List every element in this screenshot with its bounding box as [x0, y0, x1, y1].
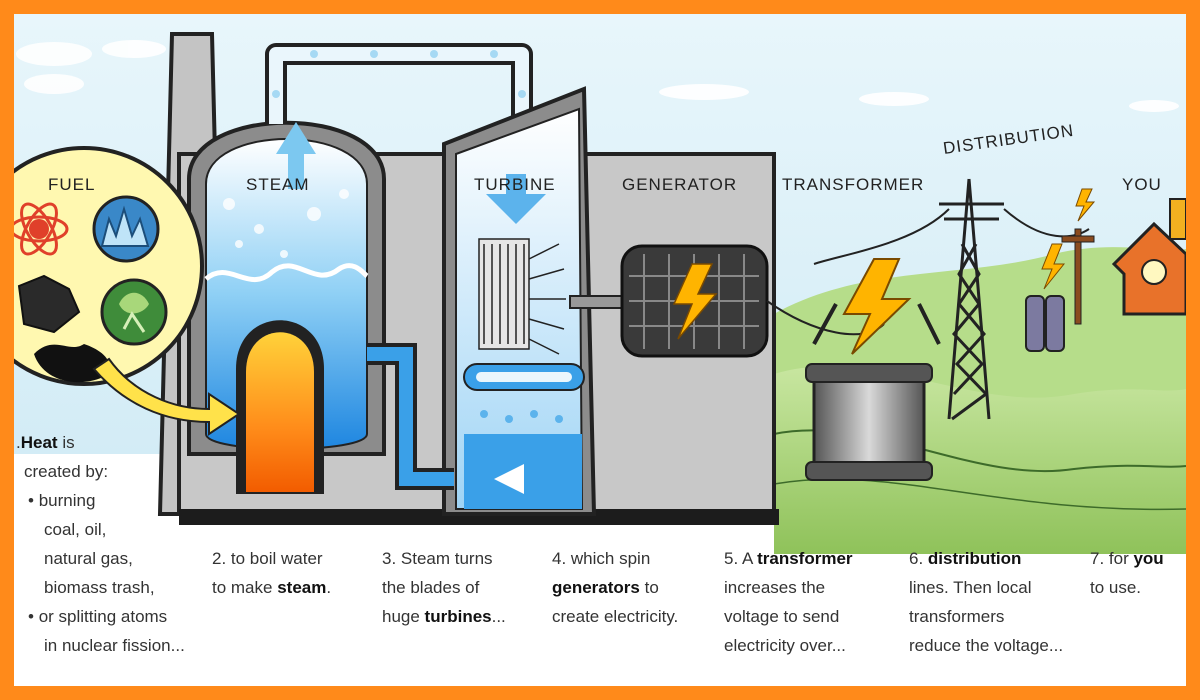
step-5-line3: voltage to send — [724, 602, 904, 631]
step-6: 6. distribution lines. Then local transf… — [909, 544, 1094, 660]
step-7-bold: you — [1133, 549, 1163, 568]
step-2-line1: 2. to boil water — [212, 544, 382, 573]
step-6-line3: transformers — [909, 602, 1094, 631]
step-4-bold: generators — [552, 578, 640, 597]
shaft — [570, 296, 625, 308]
step-6-line4: reduce the voltage... — [909, 631, 1094, 660]
transformer-bottom — [806, 462, 932, 480]
step-1-line2: created by: — [16, 457, 216, 486]
step-5-bold: transformer — [757, 549, 852, 568]
step-5: 5. A transformer increases the voltage t… — [724, 544, 904, 660]
step-2-bold: steam — [277, 578, 326, 597]
step-3: 3. Steam turns the blades of huge turbin… — [382, 544, 552, 631]
step-1-bullet-1: burning — [16, 486, 216, 515]
transformer — [814, 374, 924, 469]
diagram-frame: FUEL STEAM TURBINE GENERATOR TRANSFORMER… — [14, 14, 1186, 686]
condenser-coil-inner — [476, 372, 572, 382]
pole-transformer-2 — [1046, 296, 1064, 351]
step-5-line4: electricity over... — [724, 631, 904, 660]
step-1-bullet-2: or splitting atoms — [16, 602, 216, 631]
step-7: 7. for you to use. — [1090, 544, 1186, 602]
utility-pole — [1075, 229, 1081, 324]
house-window — [1170, 199, 1186, 239]
step-4-line3: create electricity. — [552, 602, 722, 631]
gas-flame-icon — [94, 197, 158, 261]
furnace-fire — [246, 332, 314, 492]
step-1-rest: is — [58, 433, 75, 452]
step-3-bold: turbines — [425, 607, 492, 626]
step-3-line1: 3. Steam turns — [382, 544, 552, 573]
pole-transformer-1 — [1026, 296, 1044, 351]
label-generator: GENERATOR — [622, 175, 737, 194]
step-1-bullet-1c: natural gas, — [16, 544, 216, 573]
step-6-bold: distribution — [928, 549, 1021, 568]
step-1-bullet-1d: biomass trash, — [16, 573, 216, 602]
step-6-line2: lines. Then local — [909, 573, 1094, 602]
step-2-line2: to make — [212, 578, 277, 597]
label-steam: STEAM — [246, 175, 310, 194]
step-2: 2. to boil water to make steam. — [212, 544, 382, 602]
utility-pole-crossarm — [1062, 236, 1094, 242]
label-transformer: TRANSFORMER — [782, 175, 924, 194]
step-7-line2: to use. — [1090, 573, 1186, 602]
step-1-bullet-1b: coal, oil, — [16, 515, 216, 544]
lightbulb-icon — [1142, 260, 1166, 284]
label-you: YOU — [1122, 175, 1162, 194]
biomass-icon — [102, 280, 166, 344]
label-fuel: FUEL — [48, 175, 95, 194]
step-1-bullet-2b: in nuclear fission... — [16, 631, 216, 660]
transformer-top — [806, 364, 932, 382]
step-1: .Heat is created by: burning coal, oil, … — [16, 428, 216, 660]
label-turbine: TURBINE — [474, 175, 556, 194]
step-3-line2: the blades of — [382, 573, 552, 602]
step-4: 4. which spin generators to create elect… — [552, 544, 722, 631]
step-4-line1: 4. which spin — [552, 544, 722, 573]
step-5-line2: increases the — [724, 573, 904, 602]
step-1-bold: Heat — [21, 433, 58, 452]
